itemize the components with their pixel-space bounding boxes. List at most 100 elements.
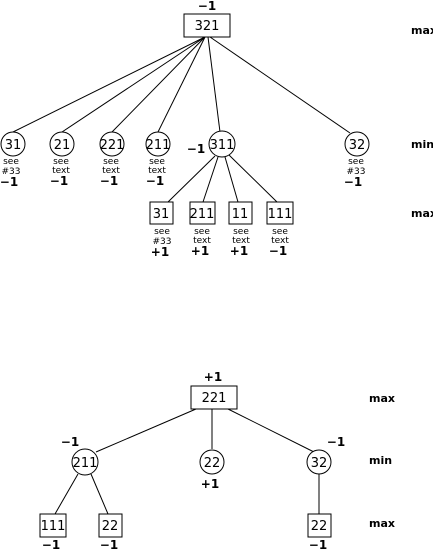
tree-1-root-node: −1 321: [183, 0, 231, 38]
node-label: 32: [311, 456, 328, 471]
node-value: −1: [42, 538, 60, 551]
tree-2-max-node: 22 −1: [307, 513, 332, 551]
node-value: −1: [187, 142, 205, 156]
node-note: text: [102, 166, 120, 176]
level-label-min: min: [411, 138, 433, 151]
node-label: 22: [204, 456, 221, 471]
max-node-box: [190, 385, 238, 410]
edge: [54, 473, 79, 515]
node-note: see: [149, 157, 165, 167]
edge: [95, 408, 197, 453]
tree-2-edges: [54, 408, 320, 515]
min-node-circle: [99, 131, 125, 157]
node-value: −1: [61, 435, 79, 449]
node-label: 31: [5, 138, 22, 153]
node-label: 211: [73, 456, 98, 471]
node-note: text: [193, 236, 211, 246]
node-value: +1: [230, 244, 248, 258]
node-value: −1: [269, 244, 287, 258]
min-node-circle: [71, 448, 99, 476]
node-value: +1: [191, 244, 209, 258]
node-label: 21: [54, 138, 71, 153]
max-node-box: [228, 201, 253, 225]
max-node-box: [39, 513, 67, 538]
node-label: 111: [41, 519, 66, 534]
node-note: text: [271, 236, 289, 246]
node-value: −1: [146, 174, 164, 188]
node-label: 32: [349, 138, 366, 153]
node-value: −1: [50, 174, 68, 188]
min-node-circle: [344, 131, 370, 157]
node-note: see: [154, 227, 170, 237]
node-note: text: [52, 166, 70, 176]
node-label: 311: [210, 138, 235, 153]
min-node-circle: [306, 449, 332, 475]
level-label-max: max: [411, 24, 433, 37]
edge: [207, 36, 221, 133]
edge: [111, 36, 206, 133]
tree-1-edges: [12, 36, 351, 203]
tree-2-min-node: 22 +1: [199, 449, 225, 491]
max-node-box: [149, 201, 174, 225]
tree-1-max-node: 211 see text +1: [189, 201, 216, 258]
node-note: see: [53, 157, 69, 167]
tree-2: +1 221 −1 211 22 +1 −1 32 111 −1: [39, 370, 395, 551]
max-node-box: [266, 201, 294, 225]
level-label-max: max: [369, 517, 395, 530]
node-label: 11: [232, 207, 249, 222]
node-label: 321: [195, 19, 220, 34]
node-label: 211: [146, 138, 171, 153]
node-note: #33: [153, 237, 172, 247]
tree-1: −1 321 31 see #33 −1 21 see text −1 221 …: [0, 0, 433, 259]
node-note: see: [233, 227, 249, 237]
node-label: 111: [268, 207, 293, 222]
min-node-circle: [0, 131, 26, 157]
level-label-max: max: [369, 392, 395, 405]
node-value: −1: [344, 175, 362, 189]
max-node-box: [98, 513, 123, 538]
edge: [61, 36, 206, 133]
node-note: see: [3, 157, 19, 167]
node-label: 22: [311, 519, 328, 534]
tree-1-min-node: 21 see text −1: [49, 131, 75, 188]
node-label: 211: [190, 207, 215, 222]
tree-1-min-node-expanded: −1 311: [187, 130, 236, 158]
edge: [202, 156, 219, 203]
node-value: +1: [201, 477, 219, 491]
tree-1-min-node: 31 see #33 −1: [0, 131, 26, 189]
edge: [157, 36, 206, 133]
level-label-min: min: [369, 454, 392, 467]
node-value: −1: [327, 435, 345, 449]
node-note: #33: [347, 167, 366, 177]
tree-1-min-node: 221 see text −1: [99, 131, 125, 188]
node-label: 22: [102, 519, 119, 534]
tree-2-min-node: −1 32: [306, 435, 345, 475]
node-value: +1: [151, 245, 169, 259]
max-node-box: [183, 13, 231, 38]
edge: [224, 156, 239, 203]
edge: [90, 473, 109, 515]
edge: [167, 155, 216, 203]
min-node-circle: [145, 131, 171, 157]
min-node-circle: [199, 449, 225, 475]
node-label: 221: [100, 138, 125, 153]
node-note: text: [148, 166, 166, 176]
tree-2-root-node: +1 221: [190, 370, 238, 410]
node-value: −1: [0, 175, 18, 189]
level-label-max: max: [411, 207, 433, 220]
node-note: see: [103, 157, 119, 167]
tree-2-min-node: −1 211: [61, 435, 99, 476]
tree-1-max-node: 111 see text −1: [266, 201, 294, 258]
tree-1-max-node: 31 see #33 +1: [149, 201, 174, 259]
node-value: −1: [198, 0, 216, 13]
node-value: −1: [100, 174, 118, 188]
min-node-circle: [49, 131, 75, 157]
edge: [227, 408, 315, 453]
node-value: −1: [309, 538, 327, 551]
tree-2-max-node: 22 −1: [98, 513, 123, 551]
node-note: #33: [2, 167, 21, 177]
tree-2-max-node: 111 −1: [39, 513, 67, 551]
max-node-box: [307, 513, 332, 538]
node-note: see: [194, 227, 210, 237]
